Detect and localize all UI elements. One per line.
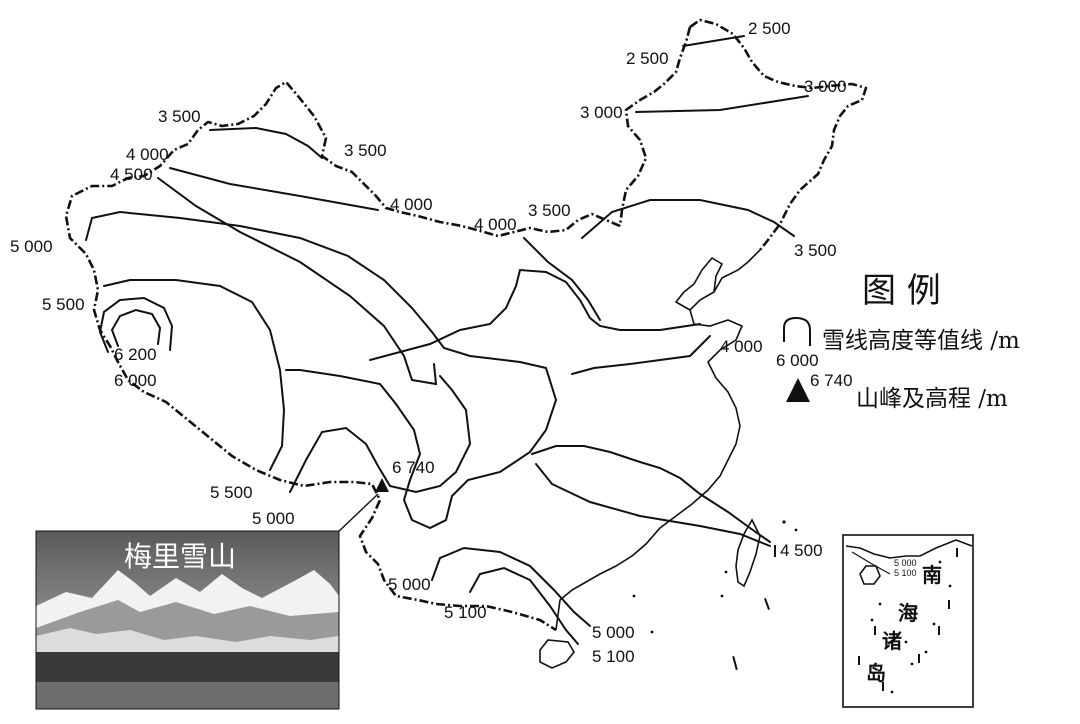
isoline-3500-e (581, 199, 795, 239)
south-china-sea-inset: 5 000 5 100 南 海 诸 岛 (842, 534, 974, 708)
inset-label-char: 诸 (882, 629, 902, 653)
isoline-5000-w (85, 210, 558, 530)
meili-snow-mountain-photo: 梅里雪山 (36, 531, 339, 709)
peak-triangle-marker (375, 478, 389, 492)
legend-title: 图 例 (862, 271, 941, 311)
isoline-label: 5 000 (10, 237, 53, 256)
isoline-label: 4 000 (390, 195, 433, 214)
isoline-label: 4 000 (126, 145, 169, 164)
isoline-label: 2 500 (748, 19, 791, 38)
isoline-label: 5 500 (42, 295, 85, 314)
inset-isoline-value: 5 000 (894, 558, 917, 568)
isoline-label: 3 500 (794, 241, 837, 260)
isoline-label: 4 000 (474, 215, 517, 234)
isoline-labels: 2 500 2 500 3 000 3 000 3 500 3 500 4 00… (10, 19, 847, 666)
isoline-label: 3 000 (580, 103, 623, 122)
isoline-4000-e (571, 335, 711, 375)
isoline-label: 3 000 (804, 77, 847, 96)
isoline-label: 6 000 (114, 371, 157, 390)
legend-isoline-label: 雪线高度等值线 /m (822, 328, 1020, 354)
isoline-label: 3 500 (344, 141, 387, 160)
isoline-5500-w (103, 279, 286, 471)
isoline-4500-nw (157, 177, 438, 386)
isoline-4000-nw (169, 167, 379, 211)
photo-frame (35, 530, 340, 710)
legend-peak-label: 山峰及高程 /m (856, 386, 1008, 412)
inset-label-char: 南 (922, 563, 942, 587)
isoline-label: 3 500 (158, 107, 201, 126)
isoline-label: 4 500 (110, 165, 153, 184)
inset-label-char: 海 (898, 601, 918, 625)
legend-isoline-sample: 6 000 (776, 351, 819, 370)
isoline-4000-c (523, 237, 601, 321)
border-northeast-upper (618, 26, 692, 227)
inset-isoline (851, 551, 891, 575)
isoline-4500-se-b (535, 463, 771, 547)
inset-islands (858, 548, 958, 694)
inset-label-char: 岛 (866, 661, 886, 685)
peak-elevation-label: 6 740 (392, 458, 435, 477)
national-border (64, 18, 868, 632)
isoline-5100-se (469, 566, 579, 645)
inset-frame (842, 534, 974, 708)
legend-peak-symbol (786, 378, 810, 402)
isoline-2500 (682, 35, 745, 47)
isoline-label: 5 100 (444, 603, 487, 622)
coastline (555, 249, 761, 631)
coastal-islands (632, 520, 798, 671)
isoline-6200 (110, 308, 162, 347)
isoline-label: 5 500 (210, 483, 253, 502)
isoline-label: 5 100 (592, 647, 635, 666)
isoline-5000-s (289, 375, 472, 494)
clouds (36, 628, 339, 656)
legend-isoline-symbol (783, 316, 811, 346)
isoline-central-loop (369, 268, 701, 361)
isoline-3000-ne (635, 95, 809, 113)
isoline-label: 5 000 (592, 623, 635, 642)
isoline-3500-nw (209, 126, 323, 159)
isoline-label: 6 200 (114, 345, 157, 364)
isoline-label: 4 000 (720, 337, 763, 356)
photo-leader-line (335, 493, 379, 535)
isoline-6000-w (98, 296, 174, 353)
isoline-label: 3 500 (528, 201, 571, 220)
snowline-isolines (85, 35, 809, 645)
isoline-4500-se (531, 445, 771, 543)
hainan-island (539, 639, 575, 669)
inset-coastline (845, 539, 973, 559)
isoline-label: 5 000 (388, 575, 431, 594)
taiwan-island (735, 518, 761, 588)
legend-peak-sample: 6 740 (810, 371, 853, 390)
inset-isoline-value: 5 100 (894, 568, 917, 578)
isoline-label: 2 500 (626, 49, 669, 68)
isoline-label: 4 500 (780, 541, 823, 560)
isoline-label: 5 000 (252, 509, 295, 528)
photo-caption: 梅里雪山 (124, 540, 236, 573)
foreground-field (36, 682, 339, 709)
isoline-5000-se (431, 546, 591, 627)
legend: 图 例 雪线高度等值线 /m 6 000 6 740 山峰及高程 /m (776, 271, 1020, 412)
